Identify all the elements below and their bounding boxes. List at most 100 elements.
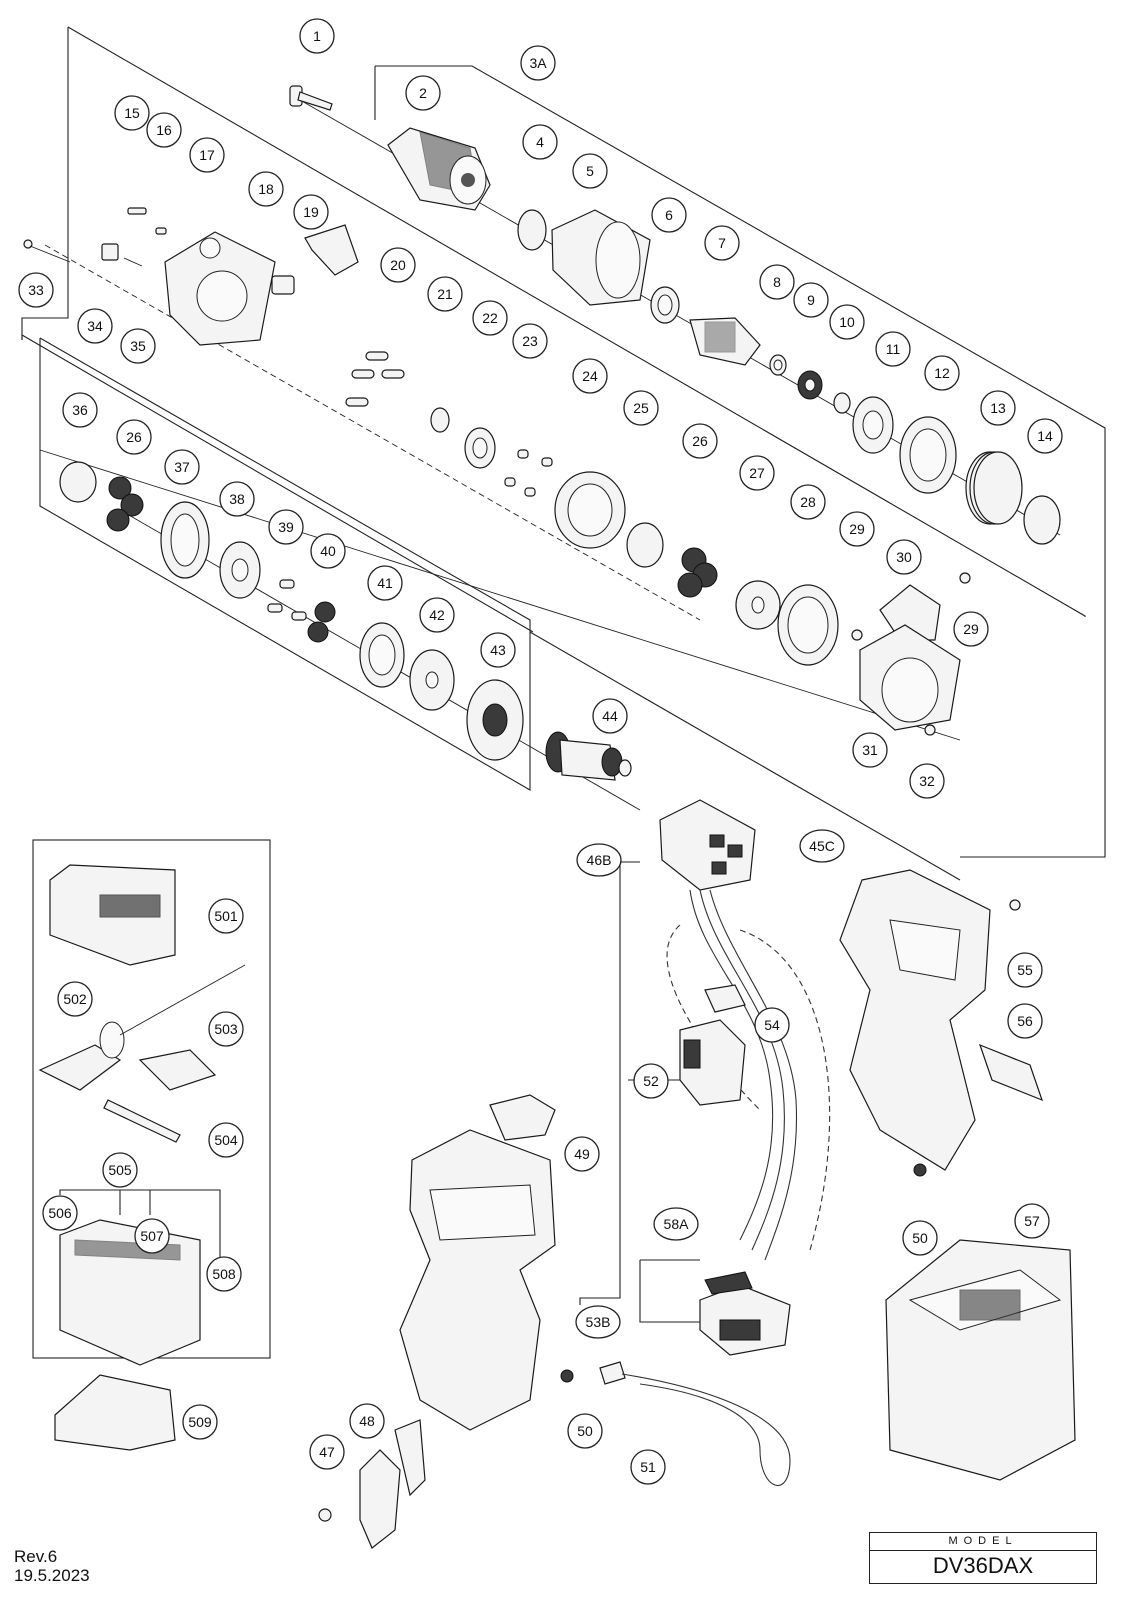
svg-text:49: 49 xyxy=(574,1146,590,1162)
model-box: MODEL DV36DAX xyxy=(869,1532,1097,1584)
callout-50-right: 50 xyxy=(902,1220,938,1256)
nut-9 xyxy=(797,370,823,400)
svg-text:39: 39 xyxy=(278,519,294,535)
callout-30: 30 xyxy=(886,539,922,575)
svg-text:509: 509 xyxy=(188,1414,212,1430)
callout-24: 24 xyxy=(572,358,608,394)
callout-46B: 46B xyxy=(576,843,622,877)
internal-gear-24 xyxy=(554,471,626,549)
housing-45C xyxy=(839,869,991,1171)
hook-48 xyxy=(359,1419,426,1549)
svg-text:28: 28 xyxy=(800,494,816,510)
clutch-ring-12 xyxy=(899,416,957,494)
callout-34: 34 xyxy=(77,308,113,344)
svg-text:15: 15 xyxy=(124,105,140,121)
svg-text:16: 16 xyxy=(156,122,172,138)
callout-11: 11 xyxy=(875,331,911,367)
callout-12: 12 xyxy=(924,355,960,391)
svg-text:32: 32 xyxy=(919,773,935,789)
cam-36 xyxy=(59,461,97,503)
callout-54: 54 xyxy=(754,1007,790,1043)
svg-text:2: 2 xyxy=(419,85,427,101)
callout-9: 9 xyxy=(793,282,829,318)
washer-42 xyxy=(409,649,455,711)
callout-18: 18 xyxy=(248,171,284,207)
callout-26-lower: 26 xyxy=(116,419,152,455)
svg-text:503: 503 xyxy=(214,1021,238,1037)
controller-53B xyxy=(699,1284,791,1356)
gear-ring-28 xyxy=(777,584,839,666)
model-label: MODEL xyxy=(870,1534,1096,1551)
callout-29-right: 29 xyxy=(953,611,989,647)
label-56 xyxy=(979,1043,1043,1102)
svg-text:56: 56 xyxy=(1017,1013,1033,1029)
svg-text:25: 25 xyxy=(633,400,649,416)
svg-text:53B: 53B xyxy=(586,1314,611,1330)
callout-21: 21 xyxy=(427,276,463,312)
svg-text:14: 14 xyxy=(1037,428,1053,444)
svg-text:26: 26 xyxy=(126,429,142,445)
washer-27 xyxy=(735,580,781,630)
callout-50-left: 50 xyxy=(567,1413,603,1449)
screw-32 xyxy=(924,724,936,736)
screw-55 xyxy=(1009,899,1021,911)
callout-25: 25 xyxy=(623,390,659,426)
spring-35 xyxy=(123,257,143,267)
callout-8: 8 xyxy=(759,264,795,300)
svg-text:57: 57 xyxy=(1024,1213,1040,1229)
svg-text:8: 8 xyxy=(773,274,781,290)
terminal-58A xyxy=(704,1271,753,1295)
callout-22: 22 xyxy=(472,300,508,336)
svg-text:501: 501 xyxy=(214,908,238,924)
callout-44: 44 xyxy=(592,698,628,734)
svg-text:30: 30 xyxy=(896,549,912,565)
svg-text:17: 17 xyxy=(199,147,215,163)
svg-text:29: 29 xyxy=(849,521,865,537)
svg-text:29: 29 xyxy=(963,621,979,637)
gear-38 xyxy=(219,541,261,599)
callout-504: 504 xyxy=(208,1122,244,1158)
washer-6 xyxy=(650,286,680,324)
bit-504 xyxy=(103,1099,181,1143)
pins-23 xyxy=(504,449,553,497)
callout-29-left: 29 xyxy=(839,511,875,547)
svg-text:23: 23 xyxy=(522,333,538,349)
shift-knob-34 xyxy=(101,243,119,261)
pins-39 xyxy=(267,579,307,621)
callout-17: 17 xyxy=(189,137,225,173)
ring-gear-22 xyxy=(464,427,496,469)
callout-43: 43 xyxy=(480,632,516,668)
callout-58A: 58A xyxy=(653,1207,699,1241)
drill-chuck-2 xyxy=(387,127,491,211)
callout-51: 51 xyxy=(630,1449,666,1485)
svg-text:10: 10 xyxy=(839,314,855,330)
callout-40: 40 xyxy=(310,533,346,569)
callout-39: 39 xyxy=(268,509,304,545)
svg-text:40: 40 xyxy=(320,543,336,559)
bearing-plate-43 xyxy=(466,679,524,761)
svg-text:13: 13 xyxy=(990,400,1006,416)
svg-text:33: 33 xyxy=(28,282,44,298)
svg-text:4: 4 xyxy=(536,134,544,150)
nut-50-right xyxy=(913,1163,927,1177)
callout-10: 10 xyxy=(829,304,865,340)
svg-text:26: 26 xyxy=(692,433,708,449)
svg-text:506: 506 xyxy=(48,1205,72,1221)
callout-507: 507 xyxy=(134,1218,170,1254)
screw-47 xyxy=(318,1508,332,1522)
svg-text:9: 9 xyxy=(807,292,815,308)
svg-text:6: 6 xyxy=(665,207,673,223)
callout-502: 502 xyxy=(57,981,93,1017)
svg-text:41: 41 xyxy=(377,575,393,591)
callout-509: 509 xyxy=(182,1404,218,1440)
callout-23: 23 xyxy=(512,323,548,359)
callout-55: 55 xyxy=(1007,952,1043,988)
callouts: 1 2 3A 4 5 6 7 8 9 10 11 12 13 14 15 16 … xyxy=(18,18,1063,1485)
spindle-7 xyxy=(689,317,761,366)
model-name: DV36DAX xyxy=(932,1553,1034,1578)
svg-text:11: 11 xyxy=(886,341,901,357)
nut-50-left xyxy=(560,1369,574,1383)
pin-15 xyxy=(127,207,147,215)
motor-housing-31 xyxy=(859,624,961,731)
revision-date: 19.5.2023 xyxy=(14,1566,90,1585)
